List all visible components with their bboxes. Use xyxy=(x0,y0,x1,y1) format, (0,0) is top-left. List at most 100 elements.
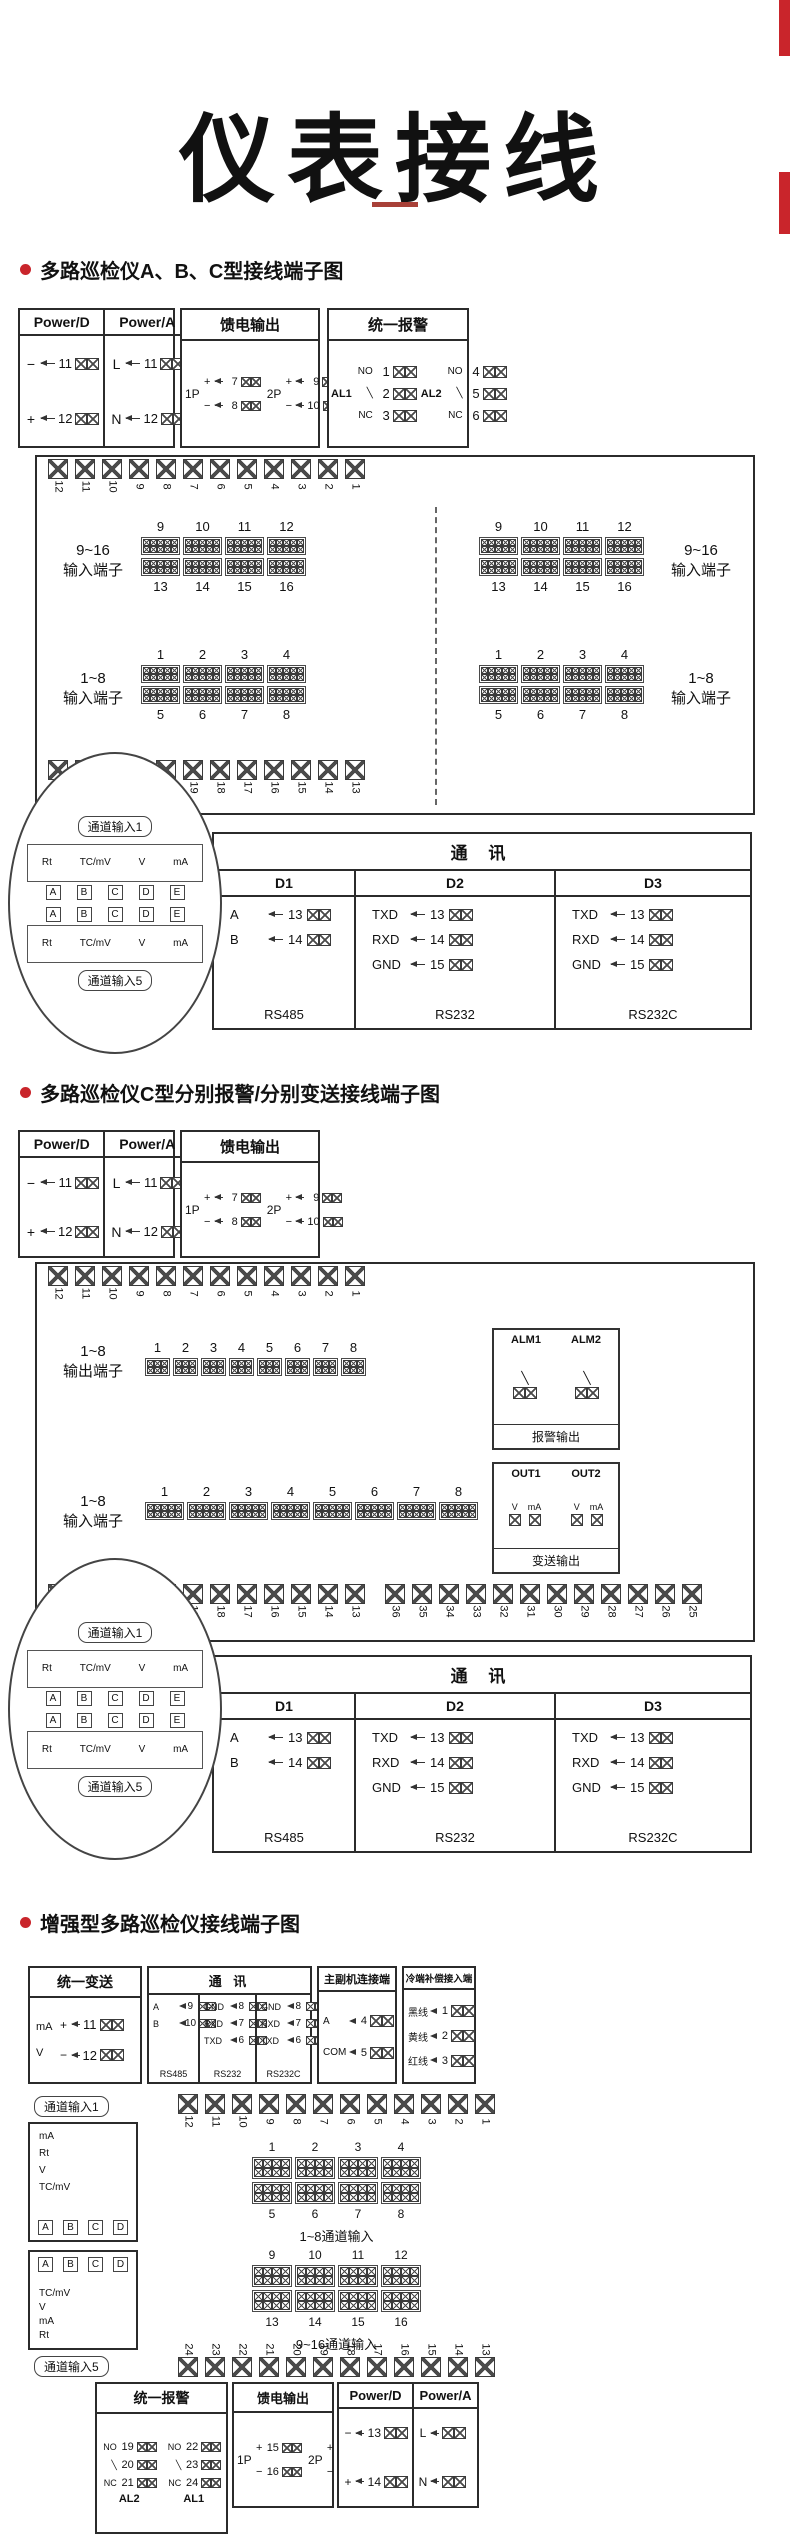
channel-terminal-group xyxy=(267,537,306,555)
terminal-pin xyxy=(495,567,502,574)
terminal-pin xyxy=(147,1360,154,1367)
comm-row: GND 15 xyxy=(372,1780,554,1795)
terminal-pin xyxy=(254,2193,263,2202)
terminal-pin xyxy=(272,2292,281,2301)
terminal-number: 9 xyxy=(313,1191,320,1204)
terminal-square xyxy=(146,2460,157,2470)
polarity-label: − xyxy=(26,355,36,372)
terminal-number: 8 xyxy=(238,2001,244,2012)
strip-terminal: 24 xyxy=(175,2342,201,2377)
terminal-pin xyxy=(371,1511,378,1518)
terminal-pin xyxy=(281,2193,290,2202)
polarity-label: + xyxy=(255,2441,263,2454)
terminal-pin xyxy=(481,688,488,695)
terminal-pin xyxy=(263,2168,272,2177)
terminal-pin xyxy=(410,2292,419,2301)
wire-arrow xyxy=(40,1179,55,1185)
terminal-pin xyxy=(495,560,502,567)
terminal-pair xyxy=(482,409,507,422)
channel-number: 10 xyxy=(308,2248,322,2262)
terminal-pin xyxy=(392,2292,401,2301)
terminal-pin xyxy=(358,2267,367,2276)
terminal-pin xyxy=(614,695,621,702)
channel-number: 6 xyxy=(536,707,545,722)
terminal-pin xyxy=(392,2267,401,2276)
terminal-pin xyxy=(276,688,283,695)
terminal-pin xyxy=(343,1511,350,1518)
feed-row: − 8 xyxy=(203,400,261,412)
terminal-pin xyxy=(206,567,213,574)
group-name: 2P xyxy=(307,2452,323,2467)
power-a-title: Power/A xyxy=(105,1132,189,1158)
channel-terminal-group xyxy=(338,2290,378,2312)
terminal-pin xyxy=(185,695,192,702)
terminal-number: 16 xyxy=(398,2343,411,2356)
terminal-square xyxy=(412,1584,432,1604)
channel-number: 7 xyxy=(578,707,587,722)
terminal-pin xyxy=(276,695,283,702)
terminal-pin xyxy=(427,1504,434,1511)
terminal-square xyxy=(394,2094,414,2114)
wire-arrow xyxy=(295,1194,305,1200)
strip-terminal: 9 xyxy=(256,2094,282,2129)
terminal-pin xyxy=(349,2193,358,2202)
terminal-pin xyxy=(306,2301,315,2310)
terminal-number: 24 xyxy=(186,2477,199,2489)
terminal-pin xyxy=(164,567,171,574)
terminal-pin xyxy=(217,1360,224,1367)
terminal-pin xyxy=(378,1504,385,1511)
terminal-square xyxy=(286,2357,306,2377)
terminal-pin xyxy=(614,567,621,574)
sensor-type-label: TC/mV xyxy=(79,938,111,949)
terminal-pin xyxy=(635,695,642,702)
wire-arrow xyxy=(610,911,625,917)
terminal-number: 10 xyxy=(106,1287,119,1300)
pin-letter: B xyxy=(63,2220,78,2235)
signal-label: TXD xyxy=(572,1730,598,1745)
terminal-number: 16 xyxy=(268,781,281,794)
terminal-number: 5 xyxy=(241,1290,254,1297)
comm-title: 通 讯 xyxy=(149,1968,310,1995)
terminal-square xyxy=(461,1756,474,1769)
strip-terminal: 23 xyxy=(202,2342,228,2377)
channel-number: 14 xyxy=(195,579,210,594)
channel-number: 7 xyxy=(240,707,249,722)
terminal-pin xyxy=(572,567,579,574)
power-row: L 11 xyxy=(105,1158,188,1207)
terminal-pair xyxy=(451,2030,475,2042)
terminal-pin xyxy=(322,1504,329,1511)
ma-terminal: mA xyxy=(590,1502,603,1526)
terminal-square xyxy=(451,2030,463,2042)
channel-terminal-group xyxy=(225,558,264,576)
terminal-square xyxy=(306,2002,315,2011)
terminal-square xyxy=(475,2094,495,2114)
terminal-square xyxy=(249,2019,258,2028)
terminal-pin xyxy=(272,2193,281,2202)
terminal-pin xyxy=(248,695,255,702)
terminal-square xyxy=(201,2442,212,2452)
interface-name: RS485 xyxy=(159,2069,188,2079)
s1-right-hi-label: 9~16 输入端子 xyxy=(655,541,747,580)
strip-terminal: 20 xyxy=(283,2342,309,2377)
terminal-pin xyxy=(385,1504,392,1511)
terminal-pin xyxy=(544,674,551,681)
terminal-number: 17 xyxy=(241,1605,254,1618)
terminal-pin xyxy=(441,1504,448,1511)
terminal-pin xyxy=(593,667,600,674)
terminal-pin xyxy=(495,546,502,553)
terminal-number: 22 xyxy=(186,2441,199,2453)
terminal-number: 3 xyxy=(295,483,308,490)
terminal-pin xyxy=(481,560,488,567)
unit-label: V xyxy=(511,1502,518,1512)
terminal-pair xyxy=(513,1387,537,1399)
terminal-pin xyxy=(635,539,642,546)
channel-number: 5 xyxy=(268,2207,276,2221)
mode-v: V xyxy=(36,2047,44,2059)
terminal-pin xyxy=(143,695,150,702)
s1-left-hi-label: 9~16 输入端子 xyxy=(47,541,139,580)
strip-terminal: 6 xyxy=(337,2094,363,2129)
terminal-pin xyxy=(628,567,635,574)
